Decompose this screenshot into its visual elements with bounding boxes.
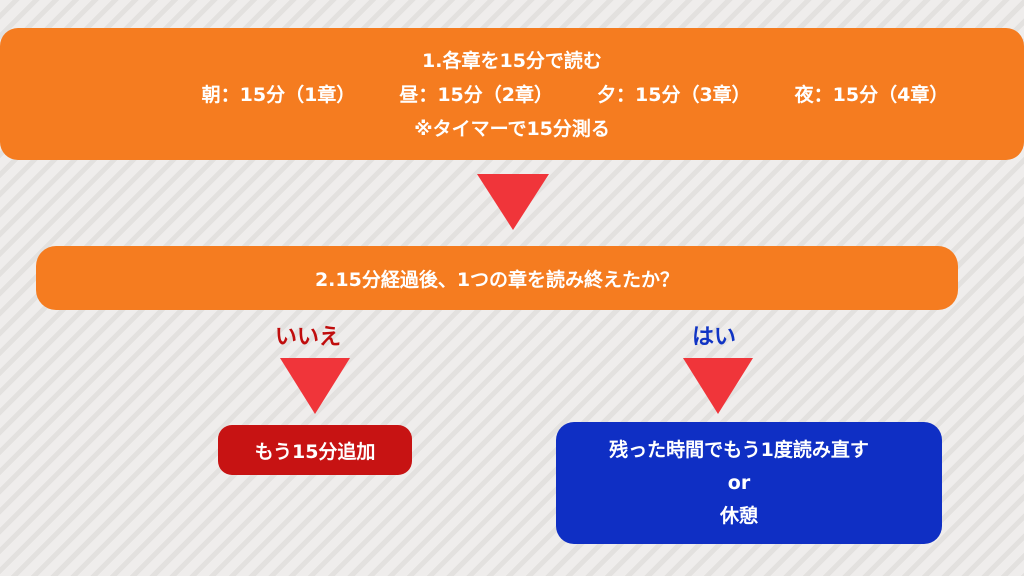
no-result-box: もう15分追加 xyxy=(218,425,412,475)
step1-box: 1.各章を15分で読む 朝：15分（1章） 昼：15分（2章） 夕：15分（3章… xyxy=(0,28,1024,160)
down-arrow-icon-yes xyxy=(683,358,753,414)
yes-result-line1: 残った時間でもう1度読み直す xyxy=(609,438,869,461)
time-morning: 朝：15分（1章） xyxy=(201,84,356,106)
down-arrow-icon xyxy=(477,174,549,230)
yes-result-box: 残った時間でもう1度読み直す or 休憩 xyxy=(556,422,942,544)
yes-result-line3: 休憩 xyxy=(719,504,758,527)
step1-note: ※タイマーで15分測る xyxy=(414,118,610,140)
step2-box: 2.15分経過後、1つの章を読み終えたか？ xyxy=(36,246,958,310)
branch-yes-label: はい xyxy=(692,325,737,350)
step1-times: 朝：15分（1章） 昼：15分（2章） 夕：15分（3章） 夜：15分（4章） xyxy=(76,78,949,112)
no-result-text: もう15分追加 xyxy=(254,440,376,463)
time-evening: 夕：15分（3章） xyxy=(597,84,751,106)
time-noon: 昼：15分（2章） xyxy=(399,84,553,106)
step2-question: 2.15分経過後、1つの章を読み終えたか？ xyxy=(314,268,680,291)
time-night: 夜：15分（4章） xyxy=(794,84,949,106)
step1-title: 1.各章を15分で読む xyxy=(422,50,602,72)
yes-result-line2: or xyxy=(727,471,751,494)
branch-no-label: いいえ xyxy=(275,325,342,350)
down-arrow-icon-no xyxy=(280,358,350,414)
